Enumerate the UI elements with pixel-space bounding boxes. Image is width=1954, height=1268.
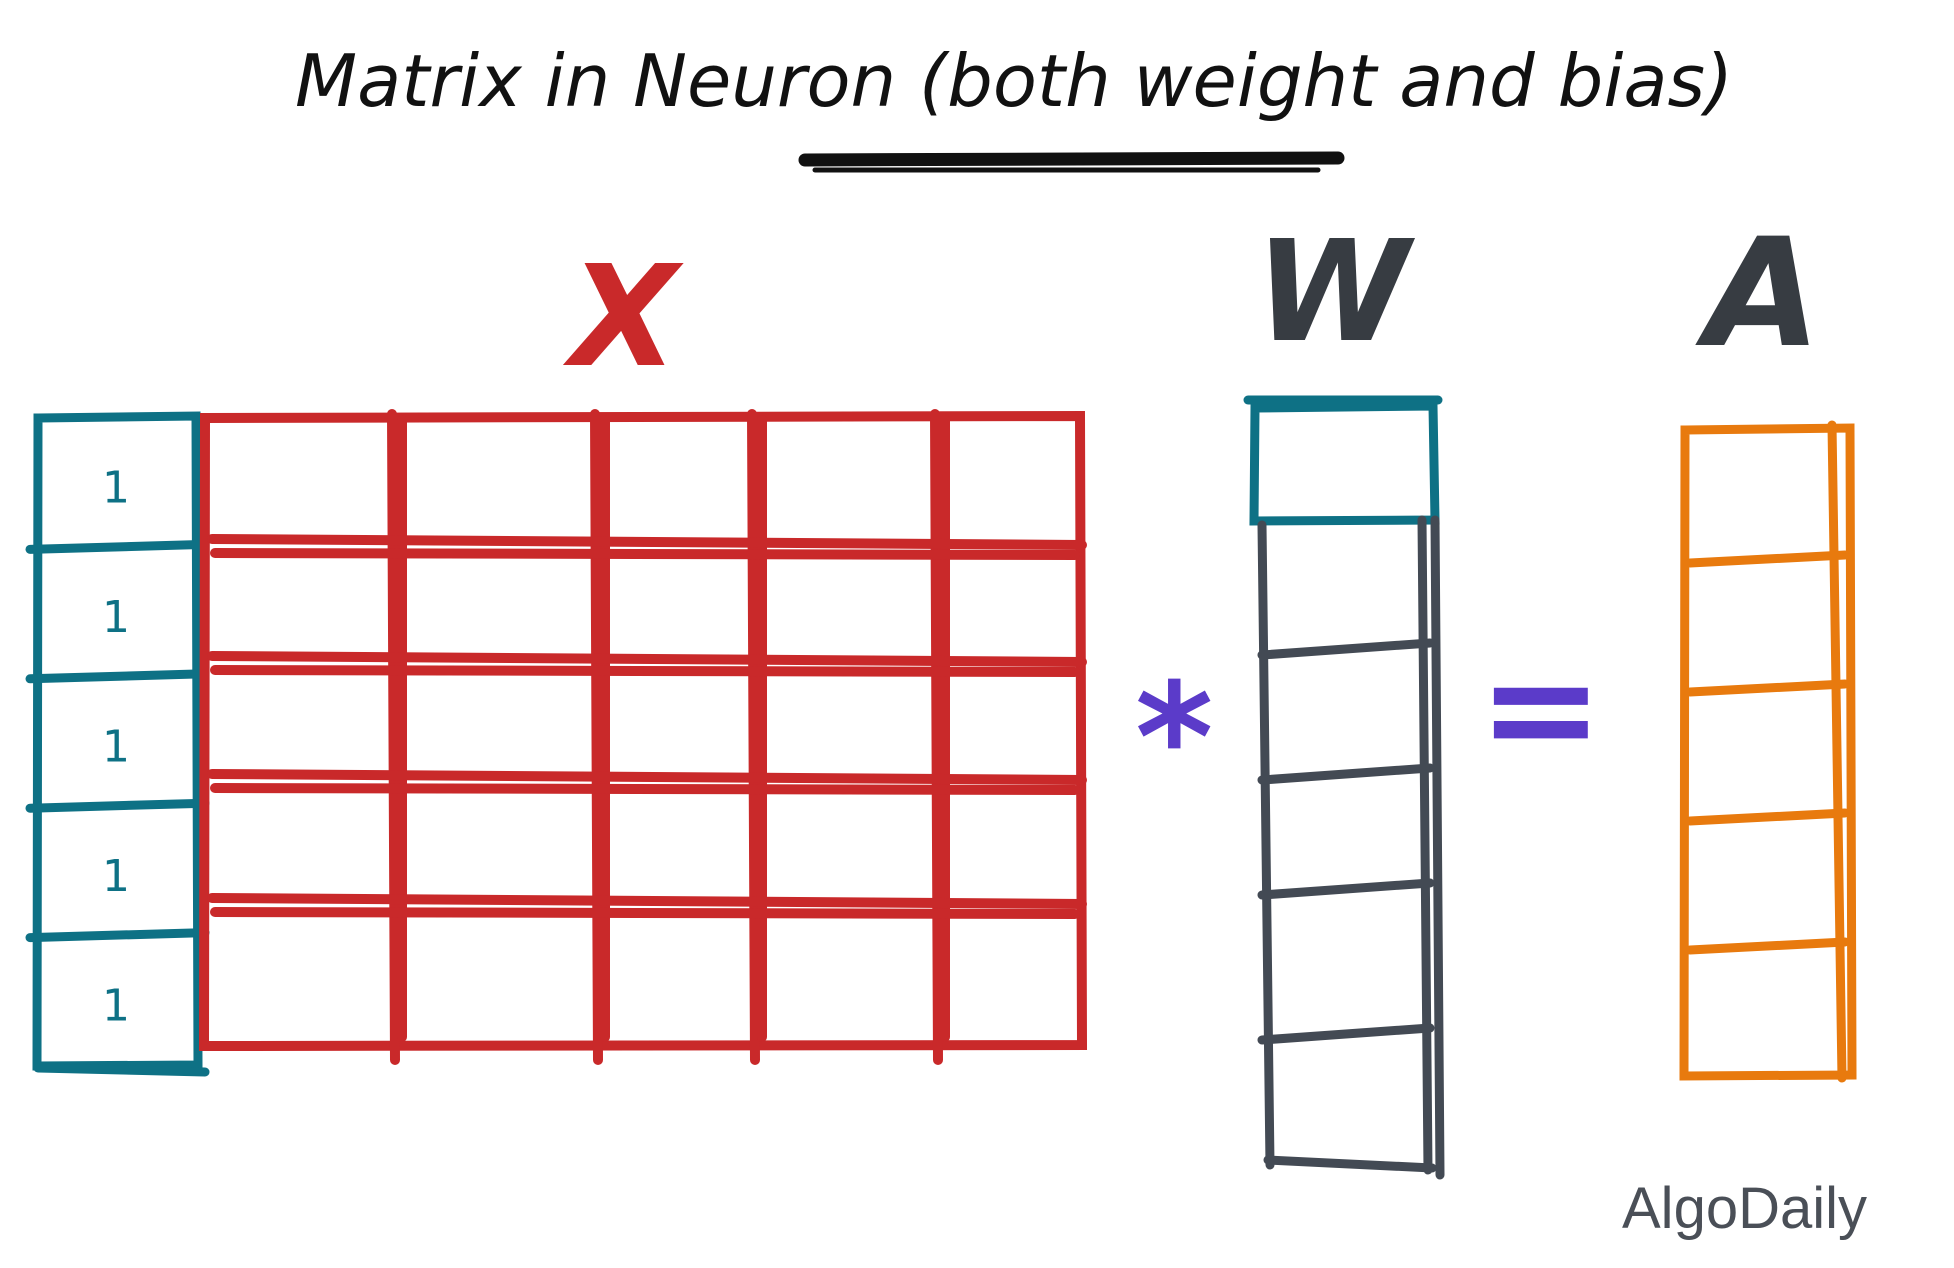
multiply-operator: *	[1135, 652, 1213, 826]
x-row-divider	[207, 651, 1087, 667]
x-row-divider-double	[210, 783, 1080, 795]
ones-column-frame	[32, 411, 203, 1071]
ones-value-mark: 1	[102, 980, 130, 1031]
a-row-divider	[1685, 550, 1850, 568]
x-row-divider	[207, 893, 1087, 909]
x-row-divider-double	[210, 907, 1080, 919]
ones-bottom-stroke	[33, 1063, 210, 1077]
ones-value-mark: 1	[102, 722, 130, 773]
a-right-edge-double	[1827, 420, 1847, 1083]
label-w: W	[1255, 211, 1416, 374]
w-row-divider	[1257, 638, 1435, 660]
ones-row-divider	[25, 669, 210, 684]
a-vector-frame	[1679, 423, 1857, 1081]
w-left-edge	[1257, 520, 1275, 1170]
a-row-divider	[1685, 937, 1850, 955]
x-column-divider	[747, 409, 760, 1065]
ones-row-divider	[25, 539, 210, 554]
x-column-divider	[590, 409, 603, 1065]
ones-row-divider	[25, 798, 210, 813]
ones-row-divider	[25, 928, 210, 943]
a-output-vector	[1679, 420, 1857, 1083]
w-weight-vector	[1243, 395, 1445, 1180]
w-bias-cell	[1249, 401, 1440, 526]
brand-logo: AlgoDaily	[1622, 1176, 1867, 1241]
x-row-divider	[207, 769, 1087, 785]
w-right-edge-double	[1430, 515, 1445, 1180]
x-matrix-frame	[198, 410, 1088, 1052]
x-row-divider-double	[210, 665, 1080, 677]
a-row-divider	[1685, 808, 1850, 826]
ones-value-mark: 1	[102, 851, 130, 902]
x-row-divider-double	[210, 548, 1080, 560]
w-row-divider	[1257, 763, 1435, 785]
x-column-divider	[387, 409, 400, 1065]
diagram-title: Matrix in Neuron (both weight and bias)	[295, 39, 1733, 123]
x-column-divider	[930, 409, 943, 1065]
x-input-matrix	[198, 409, 1088, 1065]
w-row-divider	[1257, 1023, 1435, 1045]
w-bottom-edge	[1263, 1155, 1437, 1173]
ones-value-mark: 1	[102, 463, 130, 514]
title-underline	[798, 151, 1345, 167]
w-row-divider	[1257, 878, 1435, 900]
label-x: X	[562, 236, 684, 399]
x-row-divider	[207, 534, 1087, 550]
w-right-edge	[1417, 515, 1433, 1175]
ones-column-vector: 1 1 1 1 1	[25, 411, 210, 1077]
label-a: A	[1695, 207, 1821, 381]
equals-operator: =	[1478, 622, 1604, 796]
ones-value-mark: 1	[102, 592, 130, 643]
a-row-divider	[1685, 679, 1850, 697]
